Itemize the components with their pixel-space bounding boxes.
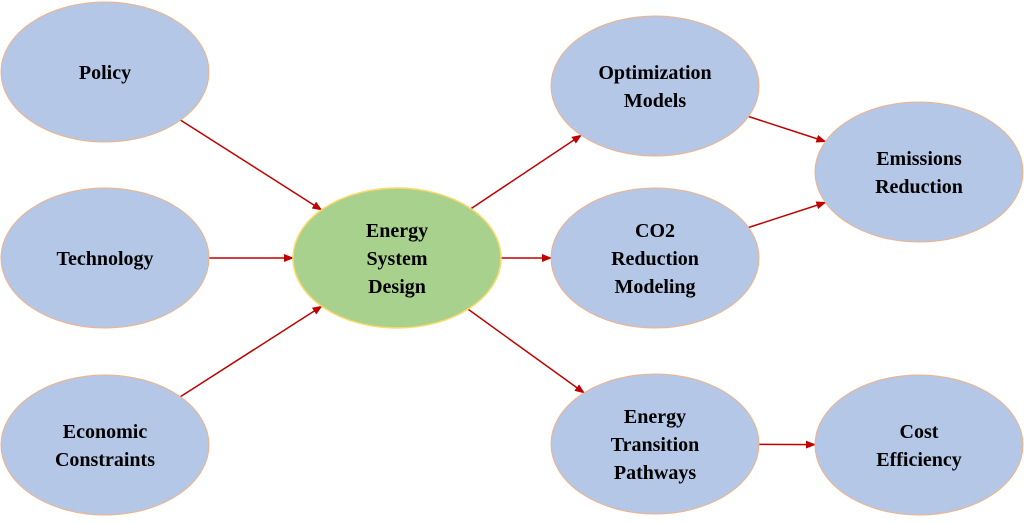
arrow-co2-reduction-modeling-to-emissions-reduction bbox=[748, 201, 827, 229]
node-label-line: Constraints bbox=[55, 449, 155, 471]
node-label-line: Reduction bbox=[611, 248, 699, 270]
node-label-line: Economic bbox=[63, 421, 148, 443]
node-label-line: Efficiency bbox=[876, 449, 962, 471]
node-ellipse bbox=[0, 374, 210, 516]
node-label-line: System bbox=[366, 248, 427, 270]
node-label-line: Technology bbox=[56, 248, 153, 270]
arrow-economic-constraints-to-energy-system-design bbox=[179, 305, 323, 398]
node-label-line: Design bbox=[368, 276, 426, 298]
node-label-line: Pathways bbox=[614, 462, 696, 484]
node-label-line: Cost bbox=[900, 421, 939, 443]
arrow-optimization-models-to-emissions-reduction bbox=[748, 115, 827, 143]
node-ellipse bbox=[0, 1, 210, 143]
node-label-line: Emissions bbox=[876, 148, 962, 170]
node-label-line: Policy bbox=[79, 62, 131, 84]
node-label-line: Models bbox=[624, 90, 686, 112]
arrow-policy-to-energy-system-design bbox=[180, 119, 323, 211]
edges-layer bbox=[179, 115, 827, 449]
node-policy: Policy bbox=[0, 1, 210, 143]
node-technology: Technology bbox=[0, 187, 210, 329]
arrow-energy-system-design-to-optimization-models bbox=[470, 134, 582, 210]
node-ellipse bbox=[814, 101, 1024, 243]
node-ellipse bbox=[814, 374, 1024, 516]
node-ellipse bbox=[292, 187, 502, 329]
node-label-line: CO2 bbox=[635, 220, 675, 242]
node-label-line: Optimization bbox=[598, 62, 711, 84]
node-label-line: Energy bbox=[366, 220, 428, 242]
arrow-energy-system-design-to-energy-transition-pathways bbox=[467, 308, 585, 394]
node-ellipse bbox=[0, 187, 210, 329]
node-label-line: Transition bbox=[611, 434, 700, 456]
node-label-line: Energy bbox=[624, 406, 686, 428]
node-ellipse bbox=[550, 187, 760, 329]
node-ellipse bbox=[550, 15, 760, 157]
node-ellipse bbox=[550, 373, 760, 515]
node-label-line: Reduction bbox=[875, 176, 963, 198]
node-label-line: Modeling bbox=[614, 276, 695, 298]
